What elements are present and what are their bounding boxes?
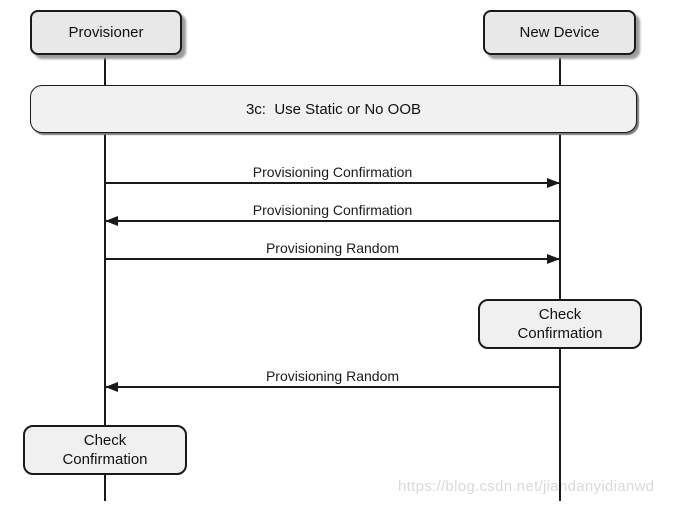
arrowhead-right-icon (547, 254, 560, 264)
arrowhead-right-icon (547, 178, 560, 188)
message-provisioning-confirmation-left: Provisioning Confirmation (105, 202, 560, 226)
banner-use-static-or-no-oob: 3c: Use Static or No OOB (30, 85, 637, 133)
arrow-shaft (105, 386, 560, 388)
actor-box-provisioner: Provisioner (30, 10, 182, 55)
action-label-line2: Confirmation (517, 325, 603, 342)
lifeline-new-device (559, 55, 561, 501)
message-provisioning-random-left: Provisioning Random (105, 368, 560, 392)
actor-label-provisioner: Provisioner (68, 24, 144, 41)
message-provisioning-random-right: Provisioning Random (105, 240, 560, 264)
arrowhead-left-icon (105, 216, 118, 226)
action-box-check-confirmation-new-device: Check Confirmation (478, 299, 642, 349)
message-label: Provisioning Random (265, 368, 400, 384)
action-label-line1: Check (83, 432, 127, 449)
action-label-line1: Check (538, 306, 582, 323)
message-label: Provisioning Confirmation (252, 164, 413, 180)
action-label-line2: Confirmation (62, 451, 148, 468)
action-box-check-confirmation-provisioner: Check Confirmation (23, 425, 187, 475)
lifeline-provisioner (104, 55, 106, 501)
actor-label-new-device: New Device (519, 24, 600, 41)
message-label: Provisioning Random (265, 240, 400, 256)
message-provisioning-confirmation-right: Provisioning Confirmation (105, 164, 560, 188)
banner-label: 3c: Use Static or No OOB (245, 100, 422, 118)
arrow-shaft (105, 258, 560, 260)
arrow-shaft (105, 220, 560, 222)
message-label: Provisioning Confirmation (252, 202, 413, 218)
arrow-shaft (105, 182, 560, 184)
arrowhead-left-icon (105, 382, 118, 392)
actor-box-new-device: New Device (483, 10, 636, 55)
watermark-text: https://blog.csdn.net/jiandanyidianwd (398, 478, 655, 495)
